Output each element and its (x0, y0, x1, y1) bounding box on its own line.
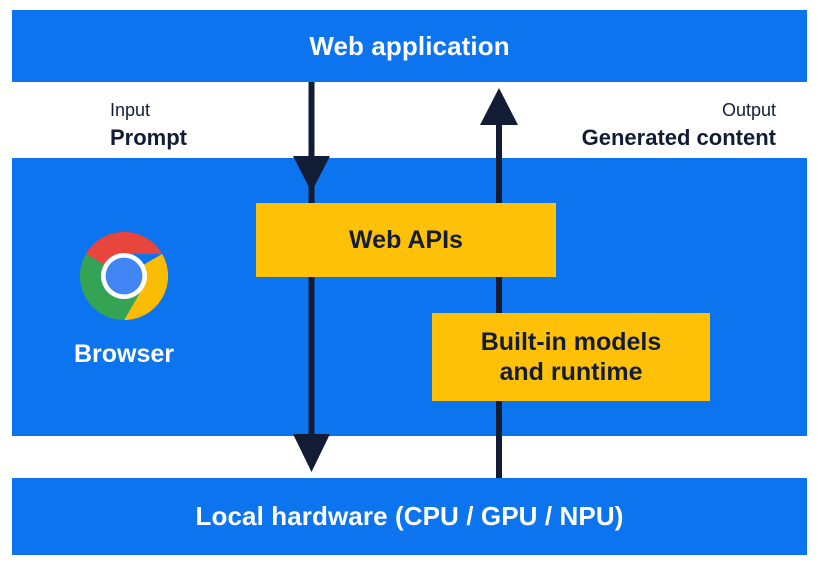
chrome-logo-yellow (124, 253, 169, 321)
box-builtin-models-label-line1: Built-in models (480, 327, 662, 356)
band-local-hardware-label: Local hardware (CPU / GPU / NPU) (195, 501, 624, 532)
box-builtin-models-label-line2: and runtime (499, 358, 643, 386)
box-web-apis-label: Web APIs (349, 225, 463, 254)
annotation-output: Output Generated content (582, 99, 776, 151)
browser-identity: Browser (48, 230, 200, 369)
box-builtin-models-label: Built-in models and runtime (471, 327, 672, 388)
band-web-application: Web application (12, 10, 807, 82)
band-local-hardware: Local hardware (CPU / GPU / NPU) (12, 478, 807, 555)
annotation-output-value: Generated content (581, 124, 776, 150)
chrome-logo-red (85, 231, 163, 265)
annotation-input-kicker: Input (110, 100, 151, 120)
annotation-output-kicker: Output (721, 100, 776, 120)
chrome-logo-core (105, 257, 143, 295)
band-web-application-label: Web application (309, 30, 510, 61)
box-builtin-models[interactable]: Built-in models and runtime (432, 313, 710, 401)
chrome-logo-icon (79, 231, 169, 321)
annotation-input: Input Prompt (110, 99, 187, 151)
annotation-input-value: Prompt (110, 124, 187, 150)
band-browser-label: Browser (73, 340, 175, 368)
box-web-apis[interactable]: Web APIs (256, 203, 556, 277)
